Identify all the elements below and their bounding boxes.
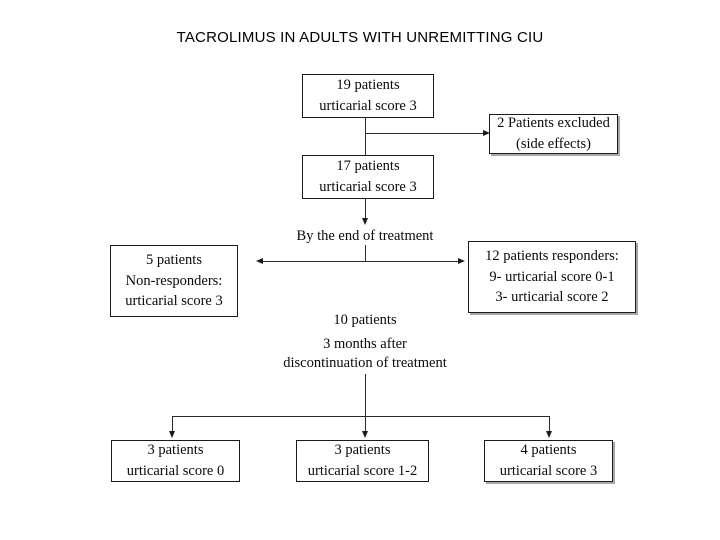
connector-split-responders — [262, 261, 458, 262]
label-followup-line1: 3 months after — [323, 336, 407, 352]
connector-drop-outcome-middle — [365, 416, 366, 433]
arrowhead-outcome-left-icon — [168, 431, 175, 438]
node-outcome-left-line1: 3 patients — [147, 442, 204, 459]
arrowhead-to-non-responders-icon — [256, 257, 263, 264]
node-excluded: 2 Patients excluded (side effects) — [489, 114, 618, 154]
node-non-responders-line2: Non-responders: — [125, 272, 223, 289]
connector-enrolled-to-continued — [365, 118, 366, 163]
arrowhead-outcome-right-icon — [545, 431, 552, 438]
node-continued-line2: urticarial score 3 — [319, 179, 417, 195]
node-outcome-left-line2: urticarial score 0 — [126, 463, 225, 479]
node-excluded-line1: 2 Patients excluded — [497, 115, 610, 132]
node-outcome-left: 3 patients urticarial score 0 — [111, 440, 240, 482]
connector-followup-trunk — [365, 374, 366, 416]
arrowhead-to-excluded-icon — [483, 129, 490, 136]
connector-eot-stub — [365, 245, 366, 261]
node-enrolled-line2: urticarial score 3 — [319, 98, 417, 114]
label-end-of-treatment: By the end of treatment — [296, 228, 434, 244]
node-responders-line1: 12 patients responders: — [485, 248, 619, 265]
node-non-responders: 5 patients Non-responders: urticarial sc… — [110, 245, 238, 317]
node-enrolled: 19 patients urticarial score 3 — [302, 74, 434, 118]
arrowhead-to-eot-icon — [361, 218, 368, 225]
node-outcome-right: 4 patients urticarial score 3 — [484, 440, 613, 482]
node-continued: 17 patients urticarial score 3 — [302, 155, 434, 199]
node-outcome-right-line1: 4 patients — [520, 442, 577, 459]
connector-to-excluded — [365, 133, 483, 134]
node-non-responders-line3: urticarial score 3 — [125, 293, 223, 310]
node-outcome-middle: 3 patients urticarial score 1-2 — [296, 440, 429, 482]
page-title: TACROLIMUS IN ADULTS WITH UNREMITTING CI… — [176, 29, 544, 46]
node-continued-line1: 17 patients — [336, 158, 400, 175]
connector-split-outcomes — [172, 416, 549, 417]
node-responders-line3: 3- urticarial score 2 — [495, 289, 609, 306]
connector-drop-outcome-right — [549, 416, 550, 433]
node-excluded-line2: (side effects) — [515, 136, 591, 152]
arrowhead-outcome-middle-icon — [361, 431, 368, 438]
node-responders-line2: 9- urticarial score 0-1 — [489, 268, 615, 285]
connector-drop-outcome-left — [172, 416, 173, 433]
connector-continued-to-eot — [365, 199, 366, 220]
arrowhead-to-responders-icon — [458, 257, 465, 264]
label-followup-count: 10 patients — [333, 312, 397, 328]
node-enrolled-line1: 19 patients — [336, 77, 400, 94]
node-non-responders-line1: 5 patients — [146, 252, 202, 269]
node-outcome-middle-line2: urticarial score 1-2 — [307, 463, 418, 479]
node-outcome-middle-line1: 3 patients — [334, 442, 391, 459]
node-responders: 12 patients responders: 9- urticarial sc… — [468, 241, 636, 313]
label-followup-line2: discontinuation of treatment — [283, 355, 447, 371]
node-outcome-right-line2: urticarial score 3 — [499, 463, 598, 479]
